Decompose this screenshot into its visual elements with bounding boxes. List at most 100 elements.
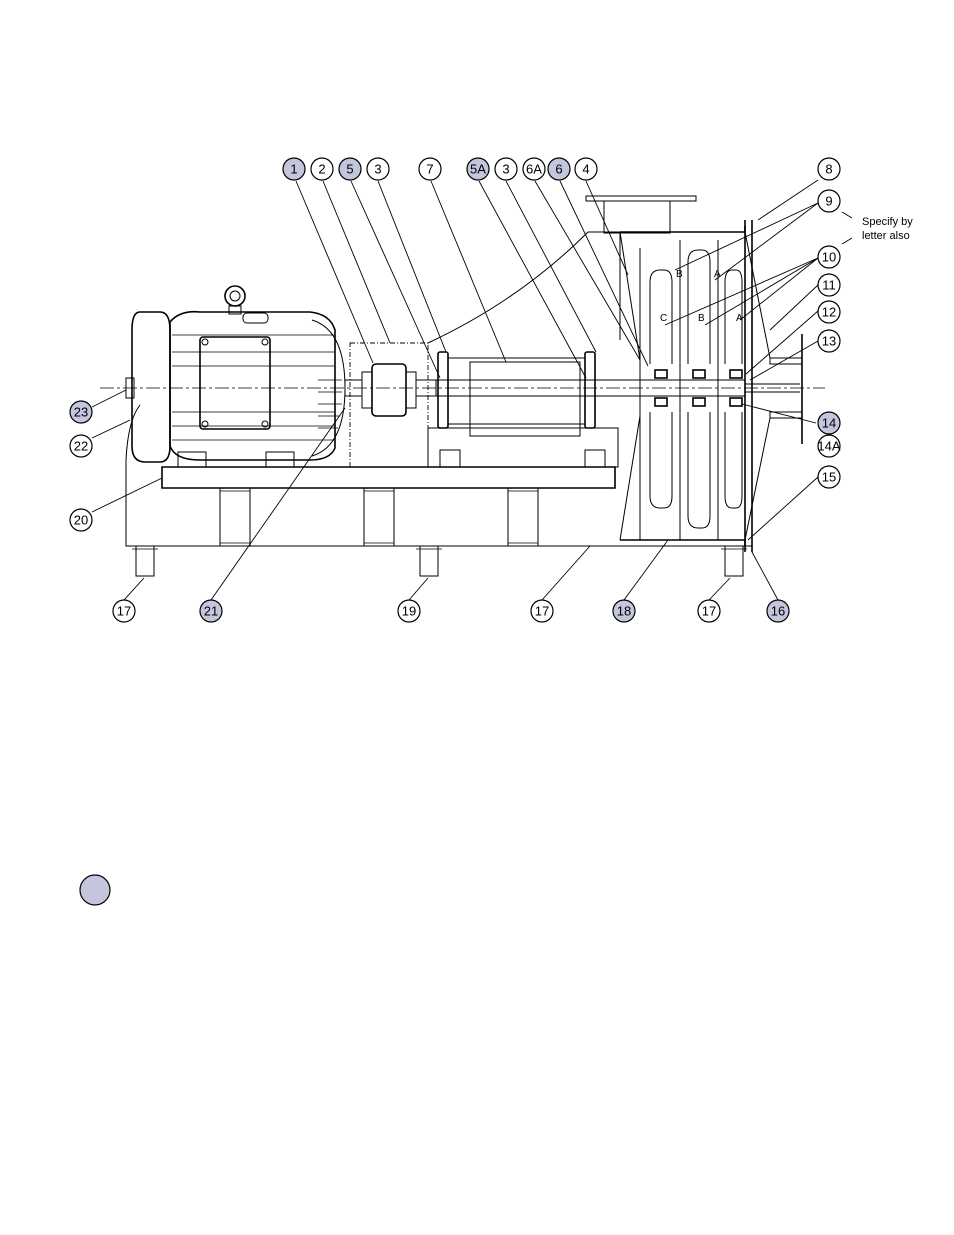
callout-circle	[697, 599, 721, 623]
callout-circle	[612, 599, 636, 623]
callout-label: 16	[771, 604, 785, 619]
callout-label: 19	[402, 604, 416, 619]
callout-17: 17	[697, 599, 721, 623]
stage-letter: C	[660, 313, 667, 324]
callout-label: 6	[555, 162, 562, 177]
callout-circle	[817, 157, 841, 181]
callout-circle	[817, 465, 841, 489]
callout-circle	[338, 157, 362, 181]
callout-circle	[547, 157, 571, 181]
callout-label: 14A	[817, 439, 840, 454]
callout-circle	[397, 599, 421, 623]
callout-label: 13	[822, 334, 836, 349]
callout-circle	[112, 599, 136, 623]
callout-circle	[282, 157, 306, 181]
callout-circle	[574, 157, 598, 181]
callout-label: 17	[535, 604, 549, 619]
callout-circle	[530, 599, 554, 623]
specify-note: Specify by letter also	[862, 216, 913, 242]
callout-9: 9	[817, 189, 841, 213]
callout-label: 5	[346, 162, 353, 177]
callout-circle	[69, 508, 93, 532]
stage-letter: A	[714, 269, 721, 280]
callout-label: 15	[822, 470, 836, 485]
callout-label: 14	[822, 416, 836, 431]
callout-circle	[817, 273, 841, 297]
bearing-frame	[427, 231, 621, 468]
callout-3: 3	[494, 157, 518, 181]
callout-circle	[310, 157, 334, 181]
note-line-2: letter also	[862, 230, 910, 242]
callout-18: 18	[612, 599, 636, 623]
pump-assembly-drawing: B A C B A	[100, 195, 825, 577]
callout-circle	[817, 189, 841, 213]
callout-circle	[494, 157, 518, 181]
callout-label: 22	[74, 439, 88, 454]
callout-21: 21	[199, 599, 223, 623]
callout-5: 5	[338, 157, 362, 181]
callout-13: 13	[817, 329, 841, 353]
stage-letter: B	[698, 313, 705, 324]
callout-11: 11	[817, 273, 841, 297]
callout-label: 3	[502, 162, 509, 177]
callout-circle	[817, 300, 841, 324]
motor	[125, 285, 346, 468]
callout-label: 17	[702, 604, 716, 619]
callout-10: 10	[817, 245, 841, 269]
callout-label: 6A	[526, 162, 542, 177]
callout-label: 23	[74, 405, 88, 420]
callout-label: 2	[318, 162, 325, 177]
callout-label: 21	[204, 604, 218, 619]
callout-2: 2	[310, 157, 334, 181]
callout-label: 3	[374, 162, 381, 177]
callout-22: 22	[69, 434, 93, 458]
callout-label: 12	[822, 305, 836, 320]
callout-circle	[766, 599, 790, 623]
highlight-legend-circle	[79, 874, 111, 906]
callout-14: 14	[817, 411, 841, 435]
callout-3: 3	[366, 157, 390, 181]
callout-17: 17	[530, 599, 554, 623]
callout-label: 7	[426, 162, 433, 177]
callout-16: 16	[766, 599, 790, 623]
callout-12: 12	[817, 300, 841, 324]
callout-circle	[817, 411, 841, 435]
callout-5a: 5A	[466, 157, 490, 181]
callout-14a: 14A	[817, 434, 841, 458]
callout-circle	[817, 434, 841, 458]
callout-circle	[817, 245, 841, 269]
callout-label: 9	[825, 194, 832, 209]
callout-6a: 6A	[522, 157, 546, 181]
callout-4: 4	[574, 157, 598, 181]
stage-letter: B	[676, 269, 683, 280]
coupling	[344, 342, 437, 468]
callout-15: 15	[817, 465, 841, 489]
callout-8: 8	[817, 157, 841, 181]
callout-circle	[69, 434, 93, 458]
callout-label: 1	[290, 162, 297, 177]
callout-1: 1	[282, 157, 306, 181]
stage-letter: A	[736, 313, 743, 324]
callout-circle	[817, 329, 841, 353]
callout-label: 11	[822, 278, 836, 293]
callout-7: 7	[418, 157, 442, 181]
note-line-1: Specify by	[862, 216, 913, 228]
leader-lines	[91, 179, 853, 601]
callout-label: 17	[117, 604, 131, 619]
callout-circle	[69, 400, 93, 424]
callout-circle	[522, 157, 546, 181]
callout-label: 20	[74, 513, 88, 528]
callout-label: 10	[822, 250, 836, 265]
callout-circle	[366, 157, 390, 181]
callout-label: 18	[617, 604, 631, 619]
callout-17: 17	[112, 599, 136, 623]
callout-20: 20	[69, 508, 93, 532]
callout-label: 8	[825, 162, 832, 177]
callout-circle	[199, 599, 223, 623]
callout-circle	[418, 157, 442, 181]
base-frame	[125, 404, 752, 577]
callout-19: 19	[397, 599, 421, 623]
pump-casing: B A C B A	[585, 195, 803, 552]
